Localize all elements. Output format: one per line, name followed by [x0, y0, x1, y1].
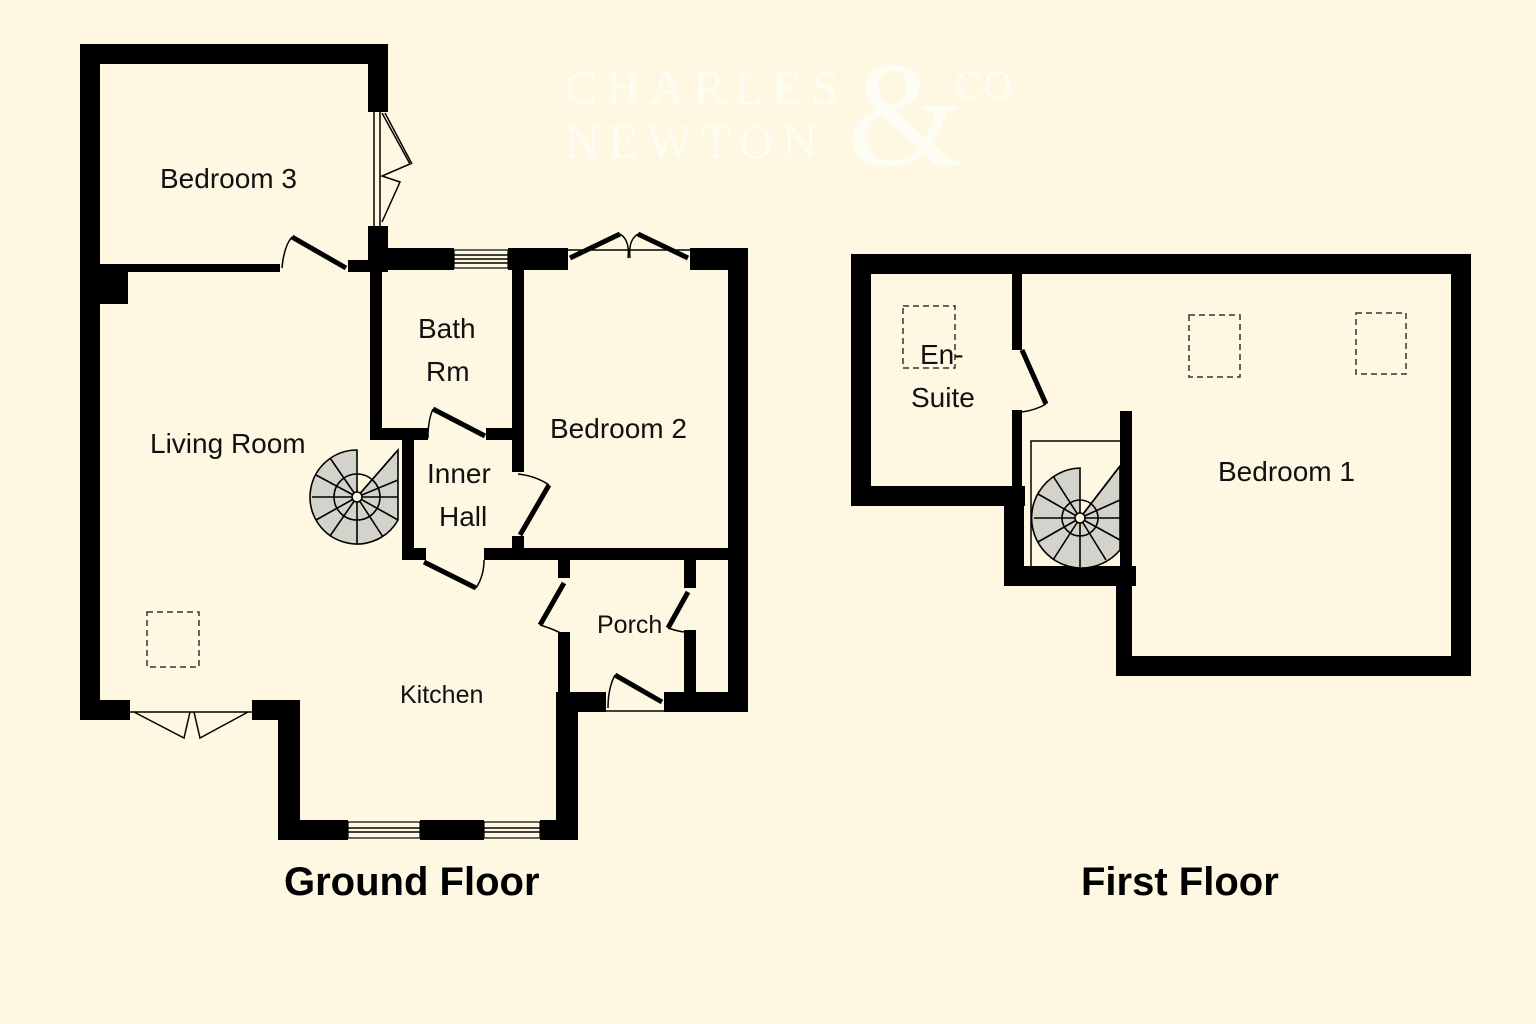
- wall: [728, 248, 748, 712]
- wall: [1012, 410, 1022, 490]
- wall: [1004, 486, 1024, 586]
- door-ensuite: [1019, 348, 1049, 413]
- door-porch-kitchen: [537, 581, 567, 635]
- wall: [1012, 270, 1022, 350]
- wall: [1004, 566, 1136, 586]
- wall: [1116, 566, 1132, 676]
- french-doors-bedroom2: [568, 231, 690, 261]
- wall: [278, 700, 300, 840]
- watermark-ampersand: &: [847, 32, 964, 198]
- room-label-inner-hall-line2: Hall: [439, 501, 488, 532]
- ground-floor-plan: [80, 44, 748, 840]
- window-kitchen-2: [483, 821, 541, 839]
- wall: [420, 820, 484, 840]
- spiral-staircase-first: [1030, 440, 1122, 569]
- wall: [486, 428, 516, 440]
- wall: [558, 560, 570, 578]
- agency-watermark-logo: CHARLES NEWTON & CO: [565, 40, 1013, 190]
- watermark-suffix: CO: [955, 62, 1015, 107]
- wall: [80, 44, 100, 720]
- door-bedroom2: [517, 473, 552, 537]
- watermark-line-2: NEWTON: [565, 116, 827, 169]
- room-label-bathroom-line2: Rm: [426, 356, 470, 387]
- wall: [484, 548, 748, 560]
- wall: [402, 548, 426, 560]
- room-label-bedroom-1: Bedroom 1: [1218, 456, 1355, 487]
- room-label-ensuite-line1: En-: [920, 339, 964, 370]
- wall: [664, 692, 748, 712]
- door-bedroom3: [281, 234, 348, 271]
- room-label-kitchen: Kitchen: [400, 681, 484, 709]
- wall: [80, 44, 388, 64]
- wall: [556, 692, 578, 840]
- wall: [370, 248, 382, 438]
- front-door-porch: [606, 672, 664, 712]
- wall: [1451, 254, 1471, 676]
- wall: [851, 486, 1025, 506]
- wall: [370, 428, 428, 440]
- wall: [348, 260, 376, 272]
- wall: [851, 254, 871, 506]
- wall: [684, 630, 696, 692]
- wall: [100, 264, 128, 304]
- window-bathroom: [453, 249, 509, 269]
- skylight: [1355, 312, 1407, 375]
- wall: [558, 632, 570, 692]
- french-doors-living-room: [130, 711, 252, 740]
- first-floor-plan: [851, 254, 1471, 676]
- room-label-inner-hall-line1: Inner: [427, 458, 491, 489]
- wall: [508, 248, 568, 270]
- door-bathroom: [427, 406, 487, 439]
- room-label-bedroom-2: Bedroom 2: [550, 413, 687, 444]
- window-kitchen-1: [347, 821, 421, 839]
- room-label-ensuite-line2: Suite: [911, 382, 975, 413]
- floor-title-ground: Ground Floor: [284, 860, 540, 904]
- bifold-door-bedroom3: [373, 112, 413, 226]
- wall: [100, 264, 280, 272]
- room-label-porch: Porch: [597, 611, 663, 639]
- watermark-line-1: CHARLES: [565, 62, 847, 115]
- room-label-bedroom-3: Bedroom 3: [160, 163, 297, 194]
- room-label-living-room: Living Room: [150, 428, 306, 459]
- wall: [684, 560, 696, 588]
- wall: [370, 248, 454, 270]
- floor-title-first: First Floor: [1081, 860, 1279, 904]
- spiral-staircase-ground: [309, 447, 399, 545]
- wall: [402, 440, 414, 560]
- wall: [278, 820, 348, 840]
- wall: [540, 820, 578, 840]
- skylight: [146, 611, 200, 668]
- door-inner-hall-kitchen: [422, 559, 485, 591]
- wall: [368, 44, 388, 112]
- wall: [851, 254, 1471, 274]
- wall: [1116, 656, 1471, 676]
- wall: [512, 268, 524, 472]
- room-label-bathroom-line1: Bath: [418, 313, 476, 344]
- skylight: [902, 305, 956, 369]
- door-porch-cupboard: [665, 590, 691, 633]
- wall: [1120, 411, 1132, 581]
- wall: [80, 700, 130, 720]
- skylight: [1188, 314, 1241, 378]
